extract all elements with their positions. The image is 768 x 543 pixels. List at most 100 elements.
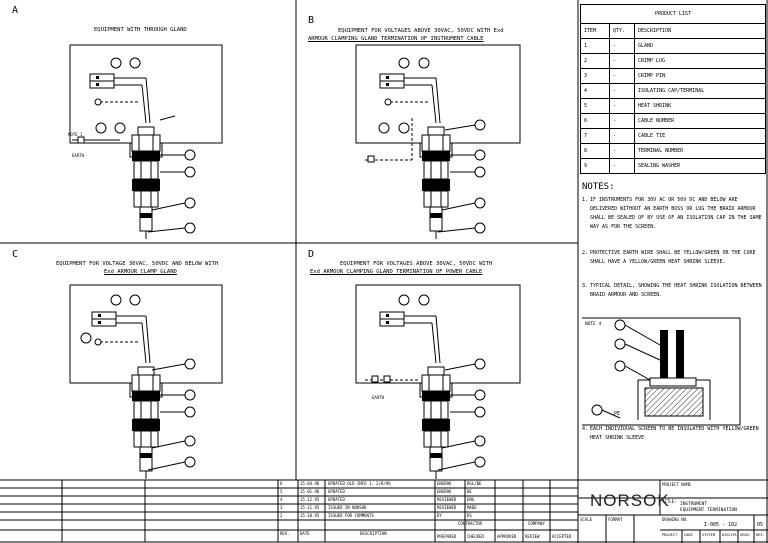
cell: 1 — [580, 38, 610, 54]
scale-label: SCALE — [580, 517, 593, 522]
cell: - — [609, 38, 635, 54]
col-header-item: ITEM — [580, 23, 610, 39]
cell: 3 — [580, 68, 610, 84]
rev-desc: UPDATED OLD INFO 1, 2/8/96 — [328, 481, 391, 486]
note-num: 1. — [582, 197, 589, 203]
notes-section: NOTES: 1.IF INSTRUMENTS FOR 30V AC OR 50… — [582, 183, 766, 446]
rev-num: 2 — [280, 513, 283, 518]
cell: - — [609, 98, 635, 114]
note-text: IF INSTRUMENTS FOR 30V AC OR 50V DC AND … — [590, 197, 762, 230]
panel-a-title: EQUIPMENT WITH THROUGH GLAND — [94, 27, 187, 33]
table-row: 2-CRIMP LUG — [580, 53, 766, 69]
rev-num: 4 — [280, 497, 283, 502]
panel-c-diagram — [69, 284, 223, 480]
panel-c-title: EQUIPMENT FOR VOLTAGE 30VAC, 50VDC AND B… — [56, 261, 219, 267]
contractor-header: CONTRACTOR — [458, 521, 483, 526]
norsok-logo: NORSOK — [590, 491, 670, 510]
cell: 4 — [580, 83, 610, 99]
product-list-title: PRODUCT LIST — [580, 4, 766, 24]
rev-by: BY — [437, 513, 442, 518]
rev-desc: UPDATED — [328, 497, 345, 502]
rev-num: 3 — [280, 505, 283, 510]
panel-d-title2: Exd ARMOUR CLAMPING GLAND TERMINATION OF… — [310, 269, 483, 275]
notes-title: NOTES: — [582, 182, 615, 192]
company-header: COMPANY — [528, 521, 545, 526]
rev-desc: ISSUED IN NORSOK — [328, 505, 367, 510]
table-row: 6-CABLE NUMBER — [580, 113, 766, 129]
cell: - — [609, 113, 635, 129]
table-row: 4-ISOLATING CAP/TERMINAL — [580, 83, 766, 99]
panel-a-letter: A — [12, 5, 19, 16]
panel-d-letter: D — [308, 249, 315, 260]
cell: - — [609, 83, 635, 99]
table-row: 5-HEAT SHRINK — [580, 98, 766, 114]
cell: CRIMP PIN — [634, 68, 766, 84]
note-num: 4. — [582, 426, 589, 432]
earth-label-d: EARTH — [372, 395, 385, 400]
project-label: PROJECT NAME — [662, 482, 691, 487]
revision-grid — [0, 480, 578, 542]
rev-chk: DGL/BE — [467, 481, 482, 486]
format-label: FORMAT — [608, 517, 623, 522]
panel-b-diagram — [355, 44, 521, 240]
rev-date: 15.12.95 — [300, 497, 320, 502]
cell: - — [609, 68, 635, 84]
checked-col: CHECKED — [467, 534, 484, 539]
cell: 2 — [580, 53, 610, 69]
accepted-col: ACCEPTED — [552, 534, 572, 539]
rev-by: ENGB96 — [437, 489, 452, 494]
footer-rev: REV. — [756, 533, 765, 537]
drawing-no-label: DRAWING NO. — [662, 517, 689, 522]
table-row: 7-CABLE TIE — [580, 128, 766, 144]
earth-label: EARTH — [72, 153, 85, 158]
cell: ISOLATING CAP/TERMINAL — [634, 83, 766, 99]
cell: TERMINAL NUMBER — [634, 143, 766, 159]
title-label: TITLE: — [662, 499, 677, 504]
cell: CABLE TIE — [634, 128, 766, 144]
cell: SEALING WASHER — [634, 158, 766, 174]
table-row: 3-CRIMP PIN — [580, 68, 766, 84]
approved-col: APPROVED — [497, 534, 517, 539]
rev-date: 15.10.95 — [300, 513, 320, 518]
footer-discipl: DISCIPL. — [722, 533, 740, 537]
pe-label: PE — [614, 411, 621, 417]
cell: 7 — [580, 128, 610, 144]
cell: 6 — [580, 113, 610, 129]
panel-d-title: EQUIPMENT FOR VOLTAGES ABOVE 30VAC, 50VD… — [340, 261, 493, 267]
cell: CRIMP LUG — [634, 53, 766, 69]
desc-col-header: DESCRIPTION — [360, 531, 387, 536]
rev-num: 5 — [280, 489, 283, 494]
date-col-header: DATE — [300, 531, 310, 536]
note-2: 2.PROTECTIVE EARTH WIRE SHALL BE YELLOW/… — [582, 249, 766, 279]
rev-date: 15.01.96 — [300, 489, 320, 494]
cell: 8 — [580, 143, 610, 159]
cell: GLAND — [634, 38, 766, 54]
footer-project: PROJECT — [662, 533, 678, 537]
rev-by: ENGB96 — [437, 481, 452, 486]
note-text: PROTECTIVE EARTH WIRE SHALL BE YELLOW/GR… — [590, 250, 756, 265]
cell: 9 — [580, 158, 610, 174]
panel-a-diagram — [69, 44, 223, 240]
panel-c-letter: C — [12, 249, 19, 260]
rev-desc: UPDATED — [328, 489, 345, 494]
prepared-col: PREPARED — [437, 534, 457, 539]
rev-desc: ISSUED FOR COMMENTS — [328, 513, 374, 518]
cell: 5 — [580, 98, 610, 114]
footer-sequ: SEQU. — [740, 533, 751, 537]
note-4: 4.EACH INDIVIDUAL SCREEN TO BE INSULATED… — [582, 425, 766, 443]
footer-code: CODE — [684, 533, 693, 537]
cell: - — [609, 158, 635, 174]
table-row: 8-TERMINAL NUMBER — [580, 143, 766, 159]
note-3: 3.TYPICAL DETAIL, SHOWING THE HEAT SHRIN… — [582, 282, 766, 422]
title-block-grid — [578, 480, 768, 543]
cell: - — [609, 53, 635, 69]
panel-b-title2: ARMOUR CLAMPING GLAND TERMINATION OF INS… — [308, 36, 484, 42]
review-col: REVIEW — [525, 534, 540, 539]
note-text: EACH INDIVIDUAL SCREEN TO BE INSULATED W… — [590, 426, 759, 441]
footer-system: SYSTEM — [702, 533, 715, 537]
cell: - — [609, 143, 635, 159]
rev-chk: DS — [467, 513, 472, 518]
rev-chk: MADE — [467, 505, 477, 510]
